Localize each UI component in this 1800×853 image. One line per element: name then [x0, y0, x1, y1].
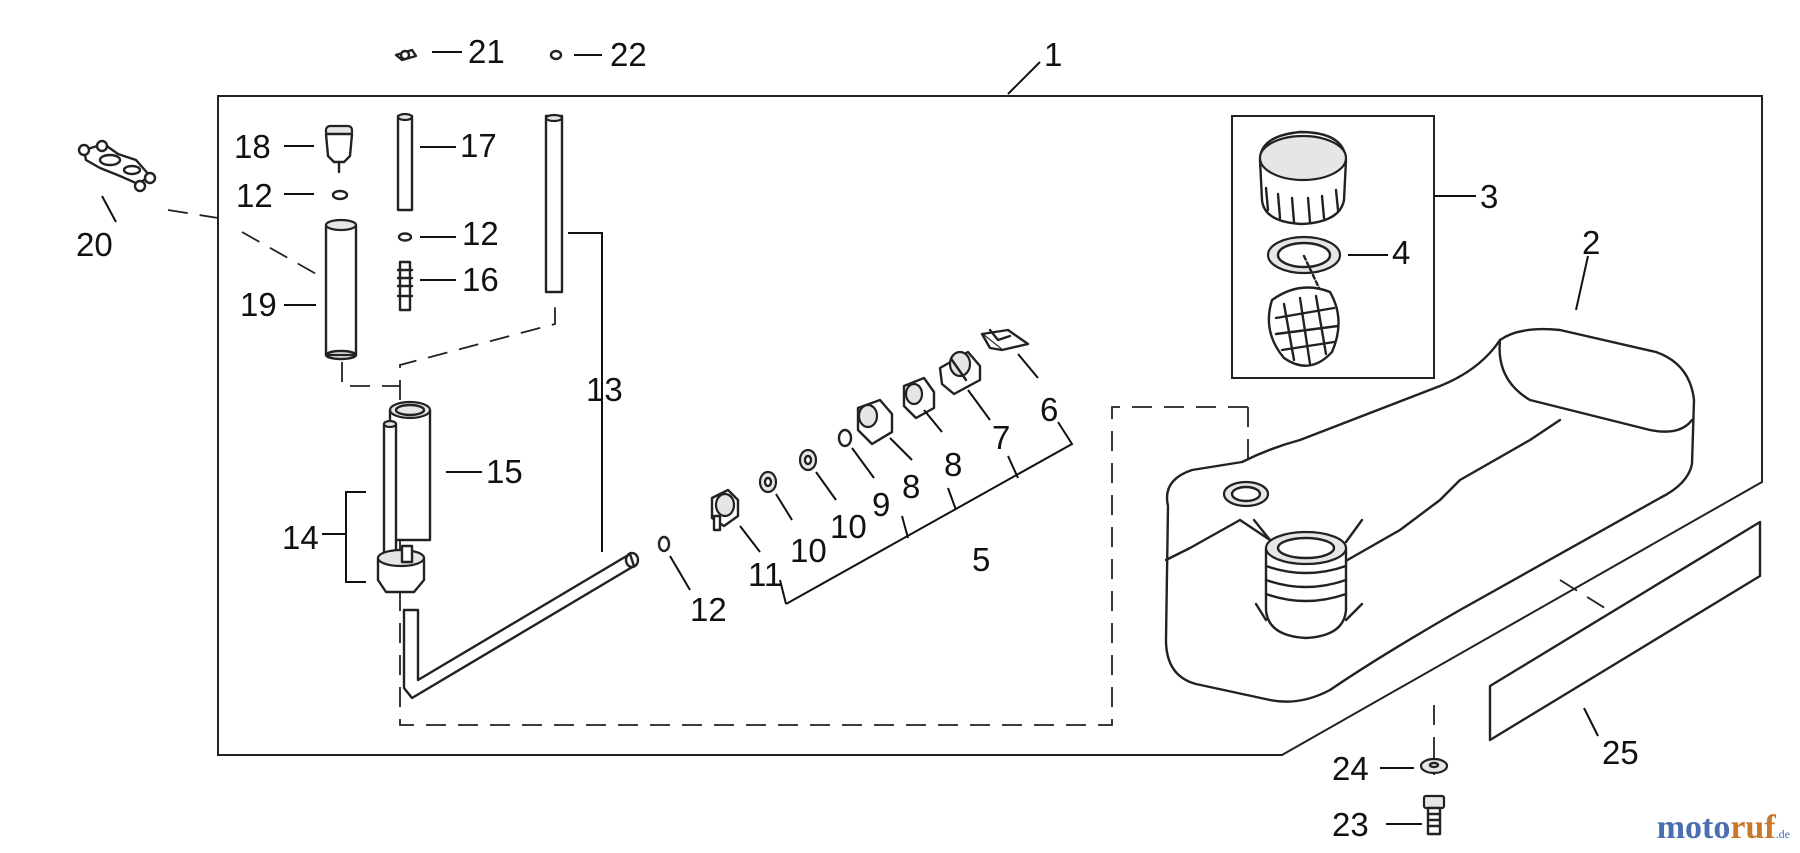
part-8-nut-b [902, 376, 936, 420]
part-21-clip [394, 48, 418, 62]
callout-7: 7 [992, 419, 1010, 456]
callout-23: 23 [1332, 806, 1369, 843]
callout-12: 12 [236, 177, 273, 214]
callout-19: 19 [240, 286, 277, 323]
part-20-clamp [77, 139, 157, 193]
callout-16: 16 [462, 261, 499, 298]
callout-17: 17 [460, 127, 497, 164]
part-3-cap [1258, 130, 1348, 226]
part-25-label [1488, 520, 1762, 742]
callout-22: 22 [610, 36, 647, 73]
cap-assembly-box [1231, 115, 1435, 379]
callout-12: 12 [690, 591, 727, 628]
callout-4: 4 [1392, 234, 1410, 271]
part-8-nut-a [856, 398, 894, 446]
part-14-pickup [376, 419, 426, 594]
callout-25: 25 [1602, 734, 1639, 771]
part-2-fuel-tank [1164, 327, 1696, 703]
callout-12: 12 [462, 215, 499, 252]
callout-8: 8 [902, 468, 920, 505]
callout-6: 6 [1040, 391, 1058, 428]
part-16-fitting [396, 260, 414, 312]
callout-15: 15 [486, 453, 523, 490]
callout-21: 21 [468, 33, 505, 70]
assembly-frame [217, 95, 1763, 756]
part-17-tube [396, 112, 414, 212]
part-11-valve [710, 488, 740, 532]
callout-9: 9 [872, 486, 890, 523]
leader-lines [101, 51, 1599, 825]
part-12-oring-top [331, 189, 349, 201]
callout-5: 5 [972, 541, 990, 578]
part-24-washer [1419, 757, 1449, 775]
callout-2: 2 [1582, 224, 1600, 261]
part-23-bolt [1422, 794, 1446, 836]
part-12-oring-low [657, 535, 671, 553]
part-19-hose [324, 218, 358, 361]
part-22-ring [549, 49, 563, 61]
watermark-logo: motoruf.de [1656, 809, 1790, 846]
part-9-ring [837, 428, 853, 448]
part-13-pipe [402, 551, 640, 700]
callout-8: 8 [944, 446, 962, 483]
part-7-fitting [938, 350, 982, 396]
callout-14: 14 [282, 519, 319, 556]
part-18-filter [324, 124, 354, 174]
callout-1: 1 [1044, 36, 1062, 73]
callout-24: 24 [1332, 750, 1369, 787]
part-6-bracket [980, 328, 1030, 352]
callout-20: 20 [76, 226, 113, 263]
callout-10: 10 [830, 508, 867, 545]
callout-10: 10 [790, 532, 827, 569]
callout-18: 18 [234, 128, 271, 165]
callout-13: 13 [586, 371, 623, 408]
callout-3: 3 [1480, 178, 1498, 215]
part-13-tube-top [544, 113, 564, 294]
callout-11: 11 [748, 556, 782, 593]
part-12-oring-mid [397, 232, 413, 242]
part-3-strainer [1267, 254, 1340, 367]
